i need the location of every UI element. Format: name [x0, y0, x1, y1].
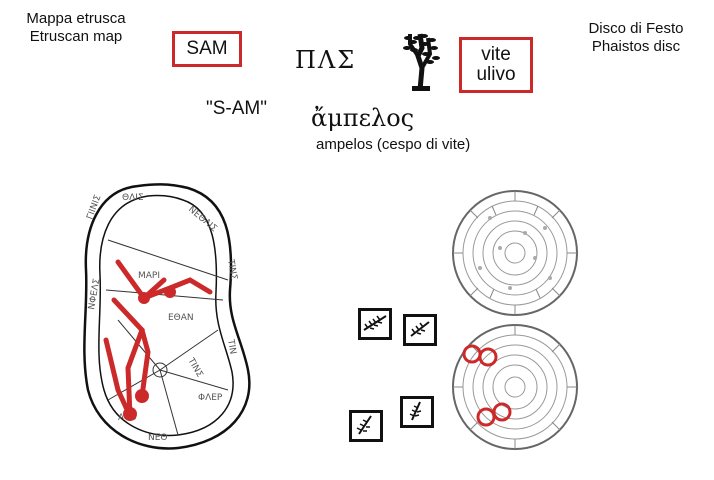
greek-word: ἄμπελος	[311, 104, 415, 132]
etruscan-map-label: Mappa etrusca Etruscan map	[6, 10, 146, 46]
plant-sign-icon	[363, 315, 387, 331]
sam-quote: "S-AM"	[206, 98, 267, 119]
svg-text:ΦΛΕΡ: ΦΛΕΡ	[198, 393, 223, 403]
plant-glyph-box-3	[349, 410, 383, 442]
phaistos-disc-drawing	[452, 190, 578, 316]
etruscan-glyphs: ΠΛΣ	[295, 46, 357, 74]
etruscan-map-drawing: ΓΙΙΝΙΣ ΘΛΙΣ ΝΕΘΛΙΣ ΤΙΝΣ ΝΦΕΛΣ ΜΑΡΙ ΕΘΑΝ …	[83, 183, 251, 450]
etruscan-map-label-it: Mappa etrusca	[26, 10, 126, 27]
etruscan-map-label-en: Etruscan map	[29, 28, 123, 45]
svg-text:ΤΙΝ: ΤΙΝ	[225, 338, 238, 355]
plant-sign-icon	[356, 415, 372, 435]
sam-box-text: SAM	[186, 38, 228, 59]
svg-text:ΝΕΘ: ΝΕΘ	[148, 433, 168, 443]
plant-glyph-icon	[403, 33, 440, 91]
phaistos-disc-label: Disco di Festo Phaistos disc	[568, 20, 704, 56]
svg-text:ΤΙΝΣ: ΤΙΝΣ	[225, 258, 239, 281]
vite-ulivo-box: vite ulivo	[459, 37, 533, 93]
plant-sign-icon	[409, 401, 422, 421]
phaistos-disc-drawing-side-b	[452, 324, 578, 450]
ampelos-gloss: ampelos (cespo di vite)	[316, 136, 471, 153]
ulivo-text: ulivo	[476, 64, 516, 85]
phaistos-disc-label-en: Phaistos disc	[591, 38, 681, 55]
svg-text:ΕΘΑΝ: ΕΘΑΝ	[168, 313, 194, 323]
svg-text:ΘΛΙΣ: ΘΛΙΣ	[122, 193, 144, 203]
sam-box: SAM	[172, 31, 242, 67]
svg-text:ΜΑΡΙ: ΜΑΡΙ	[138, 271, 160, 281]
vite-text: vite	[481, 44, 511, 66]
phaistos-disc-label-it: Disco di Festo	[588, 20, 684, 37]
plant-sign-icon	[410, 321, 430, 337]
